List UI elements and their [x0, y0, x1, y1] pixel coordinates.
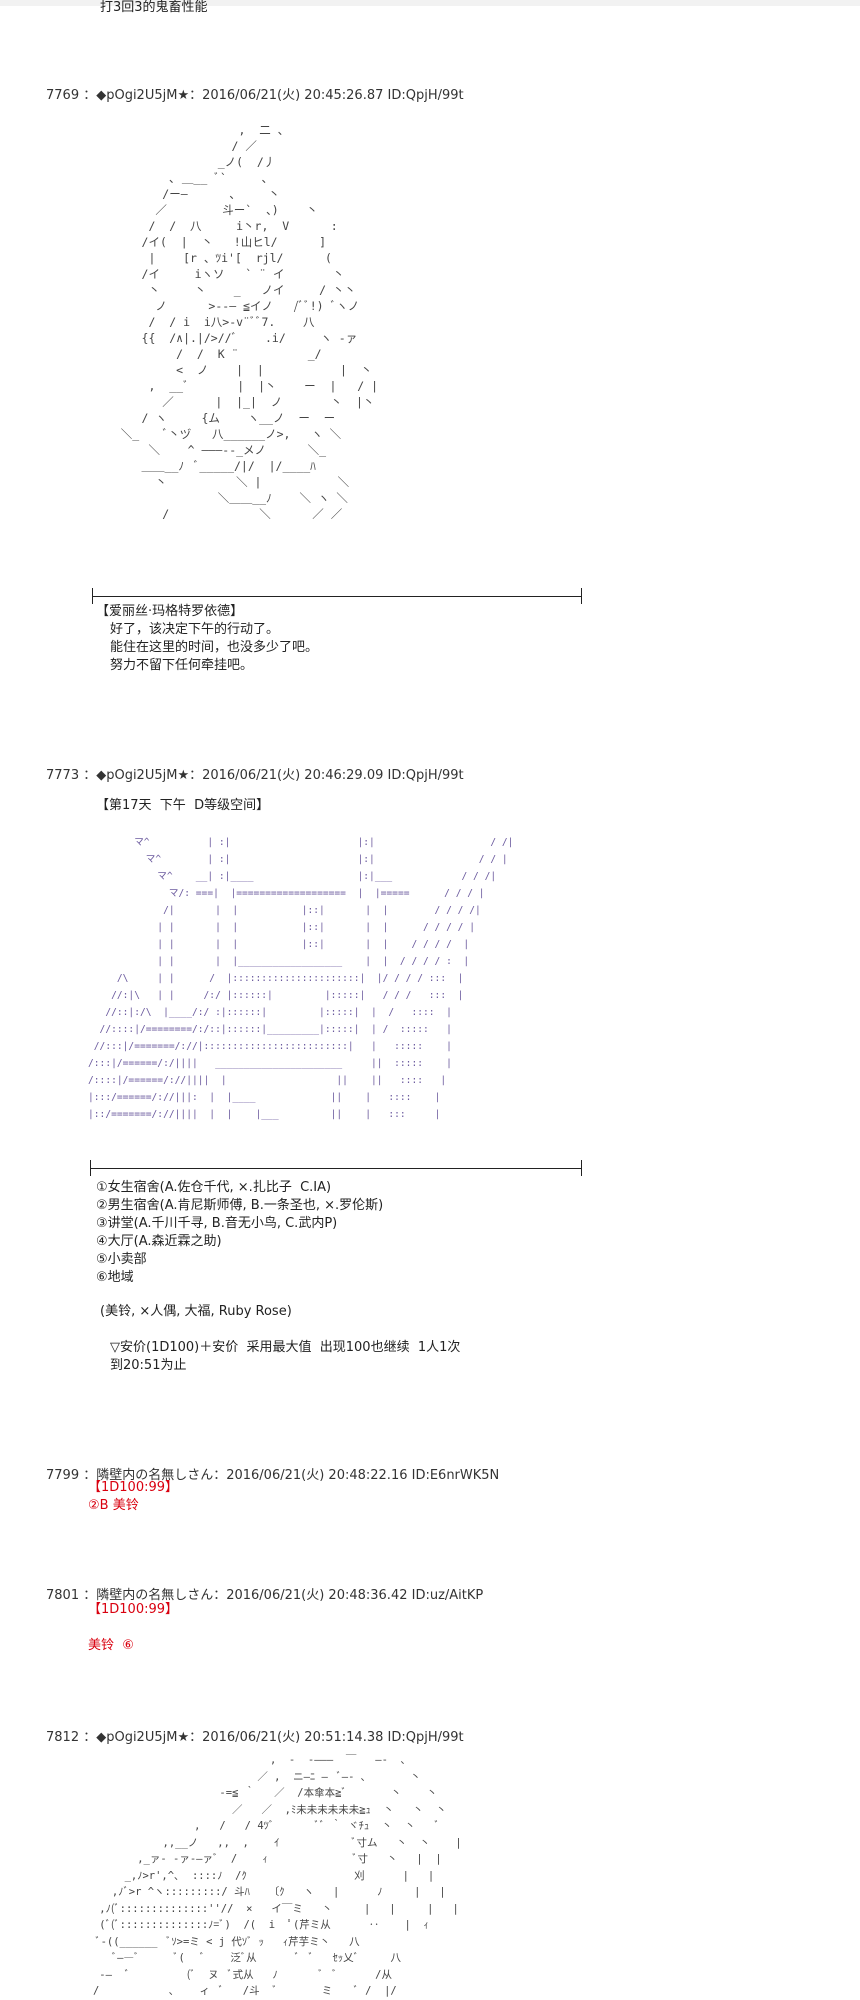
speaker-name: 【爱丽丝·玛格特罗依德】: [96, 604, 244, 619]
section-rule: [92, 596, 582, 597]
post-header: 7773 ：◆pOgi2U5jM★：2016/06/21(火) 20:46:29…: [46, 768, 464, 783]
rule-end-left: [90, 1160, 91, 1176]
option-item: ④大厅(A.森近霖之助): [96, 1234, 222, 1249]
dice-roll: 【1D100:99】: [88, 1602, 179, 1617]
section-title: 【第17天 下午 D等级空间】: [96, 798, 270, 813]
dialog-line: 好了，该决定下午的行动了。: [110, 622, 280, 637]
vote-rule: ▽安价(1D100)＋安价 采用最大值 出现100也继续 1人1次: [110, 1340, 461, 1355]
rule-end-right: [581, 588, 582, 604]
option-item: ⑤小卖部: [96, 1252, 147, 1267]
rule-end-left: [92, 588, 93, 604]
option-item: ②男生宿舍(A.肯尼斯师傅, B.一条圣也, ×.罗伦斯): [96, 1198, 384, 1213]
top-divider: [0, 0, 860, 6]
post-header: 7801 ：隣壁内の名無しさん：2016/06/21(火) 20:48:36.4…: [46, 1588, 484, 1603]
option-item: ①女生宿舍(A.佐仓千代, ×.扎比子 C.IA): [96, 1180, 332, 1195]
ascii-art-alice: , 二 、 / ／ _ノ( /丿 ､ ＿__ ﾞ` 、 /ー― 、 丶 ／ 斗ー…: [120, 123, 378, 521]
vote-deadline: 到20:51为止: [110, 1358, 187, 1373]
ascii-art-character: , - ‐――― ￣ ―- ､ ／ , ニ―ﾆ ― ﾞ―- ､ 丶 ‐=≦ ｀ …: [92, 1754, 462, 1997]
section-rule: [90, 1168, 582, 1169]
dialog-line: 努力不留下任何牵挂吧。: [110, 658, 254, 673]
option-note: (美铃, ×人偶, 大福, Ruby Rose): [100, 1304, 292, 1319]
option-item: ③讲堂(A.千川千寻, B.音无小鸟, C.武内P): [96, 1216, 338, 1231]
post-header: 7769 ：◆pOgi2U5jM★：2016/06/21(火) 20:45:26…: [46, 88, 464, 103]
top-line: 打3回3的鬼畜性能: [100, 0, 208, 15]
dice-roll: 【1D100:99】: [88, 1480, 179, 1495]
rule-end-right: [581, 1160, 582, 1176]
reply-text: 美铃 ⑥: [88, 1638, 134, 1653]
reply-text: ②B 美铃: [88, 1498, 139, 1513]
post-header: 7799 ：隣壁内の名無しさん：2016/06/21(火) 20:48:22.1…: [46, 1468, 500, 1483]
option-item: ⑥地域: [96, 1270, 134, 1285]
dialog-line: 能住在这里的时间，也没多少了吧。: [110, 640, 319, 655]
ascii-art-building: マ^ | :| |:| / /| マ^ | :| |:| / / | マ^ __…: [88, 837, 514, 1120]
post-header: 7812 ：◆pOgi2U5jM★：2016/06/21(火) 20:51:14…: [46, 1730, 464, 1745]
